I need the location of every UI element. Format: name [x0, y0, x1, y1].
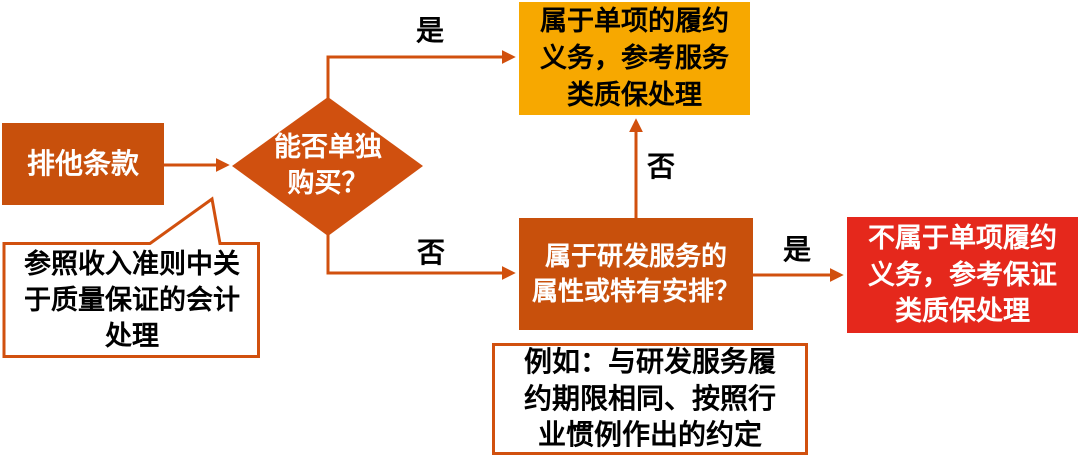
node-decision-separately-purchasable: 能否单独 购买？ — [274, 132, 382, 198]
node-example-note: 例如：与研发服务履 约期限相同、按照行 业惯例作出的约定 — [492, 343, 808, 455]
callout-bubble — [2, 196, 260, 358]
edge-label-decision1-no: 否 — [416, 237, 445, 268]
edge-decision1-yes-to-service — [326, 50, 516, 100]
decision1-diamond — [232, 97, 423, 236]
node-service-warranty-outcome: 属于单项的履约 义务，参考服务 类质保处理 — [519, 2, 750, 115]
edge-decision1-no-to-decision2 — [326, 233, 516, 280]
edge-label-decision2-yes: 是 — [782, 234, 811, 265]
node-assurance-warranty-outcome: 不属于单项履约 义务，参考保证 类质保处理 — [847, 217, 1078, 333]
edge-label-decision2-no: 否 — [646, 151, 675, 182]
node-exclusive-clause: 排他条款 — [2, 123, 164, 205]
edge-label-decision1-yes: 是 — [415, 15, 444, 46]
callout-revenue-standard-note: 参照收入准则中关 于质量保证的会计 处理 — [24, 248, 240, 352]
node-decision-rd-service-attribute: 属于研发服务的 属性或特有安排？ — [519, 218, 753, 330]
